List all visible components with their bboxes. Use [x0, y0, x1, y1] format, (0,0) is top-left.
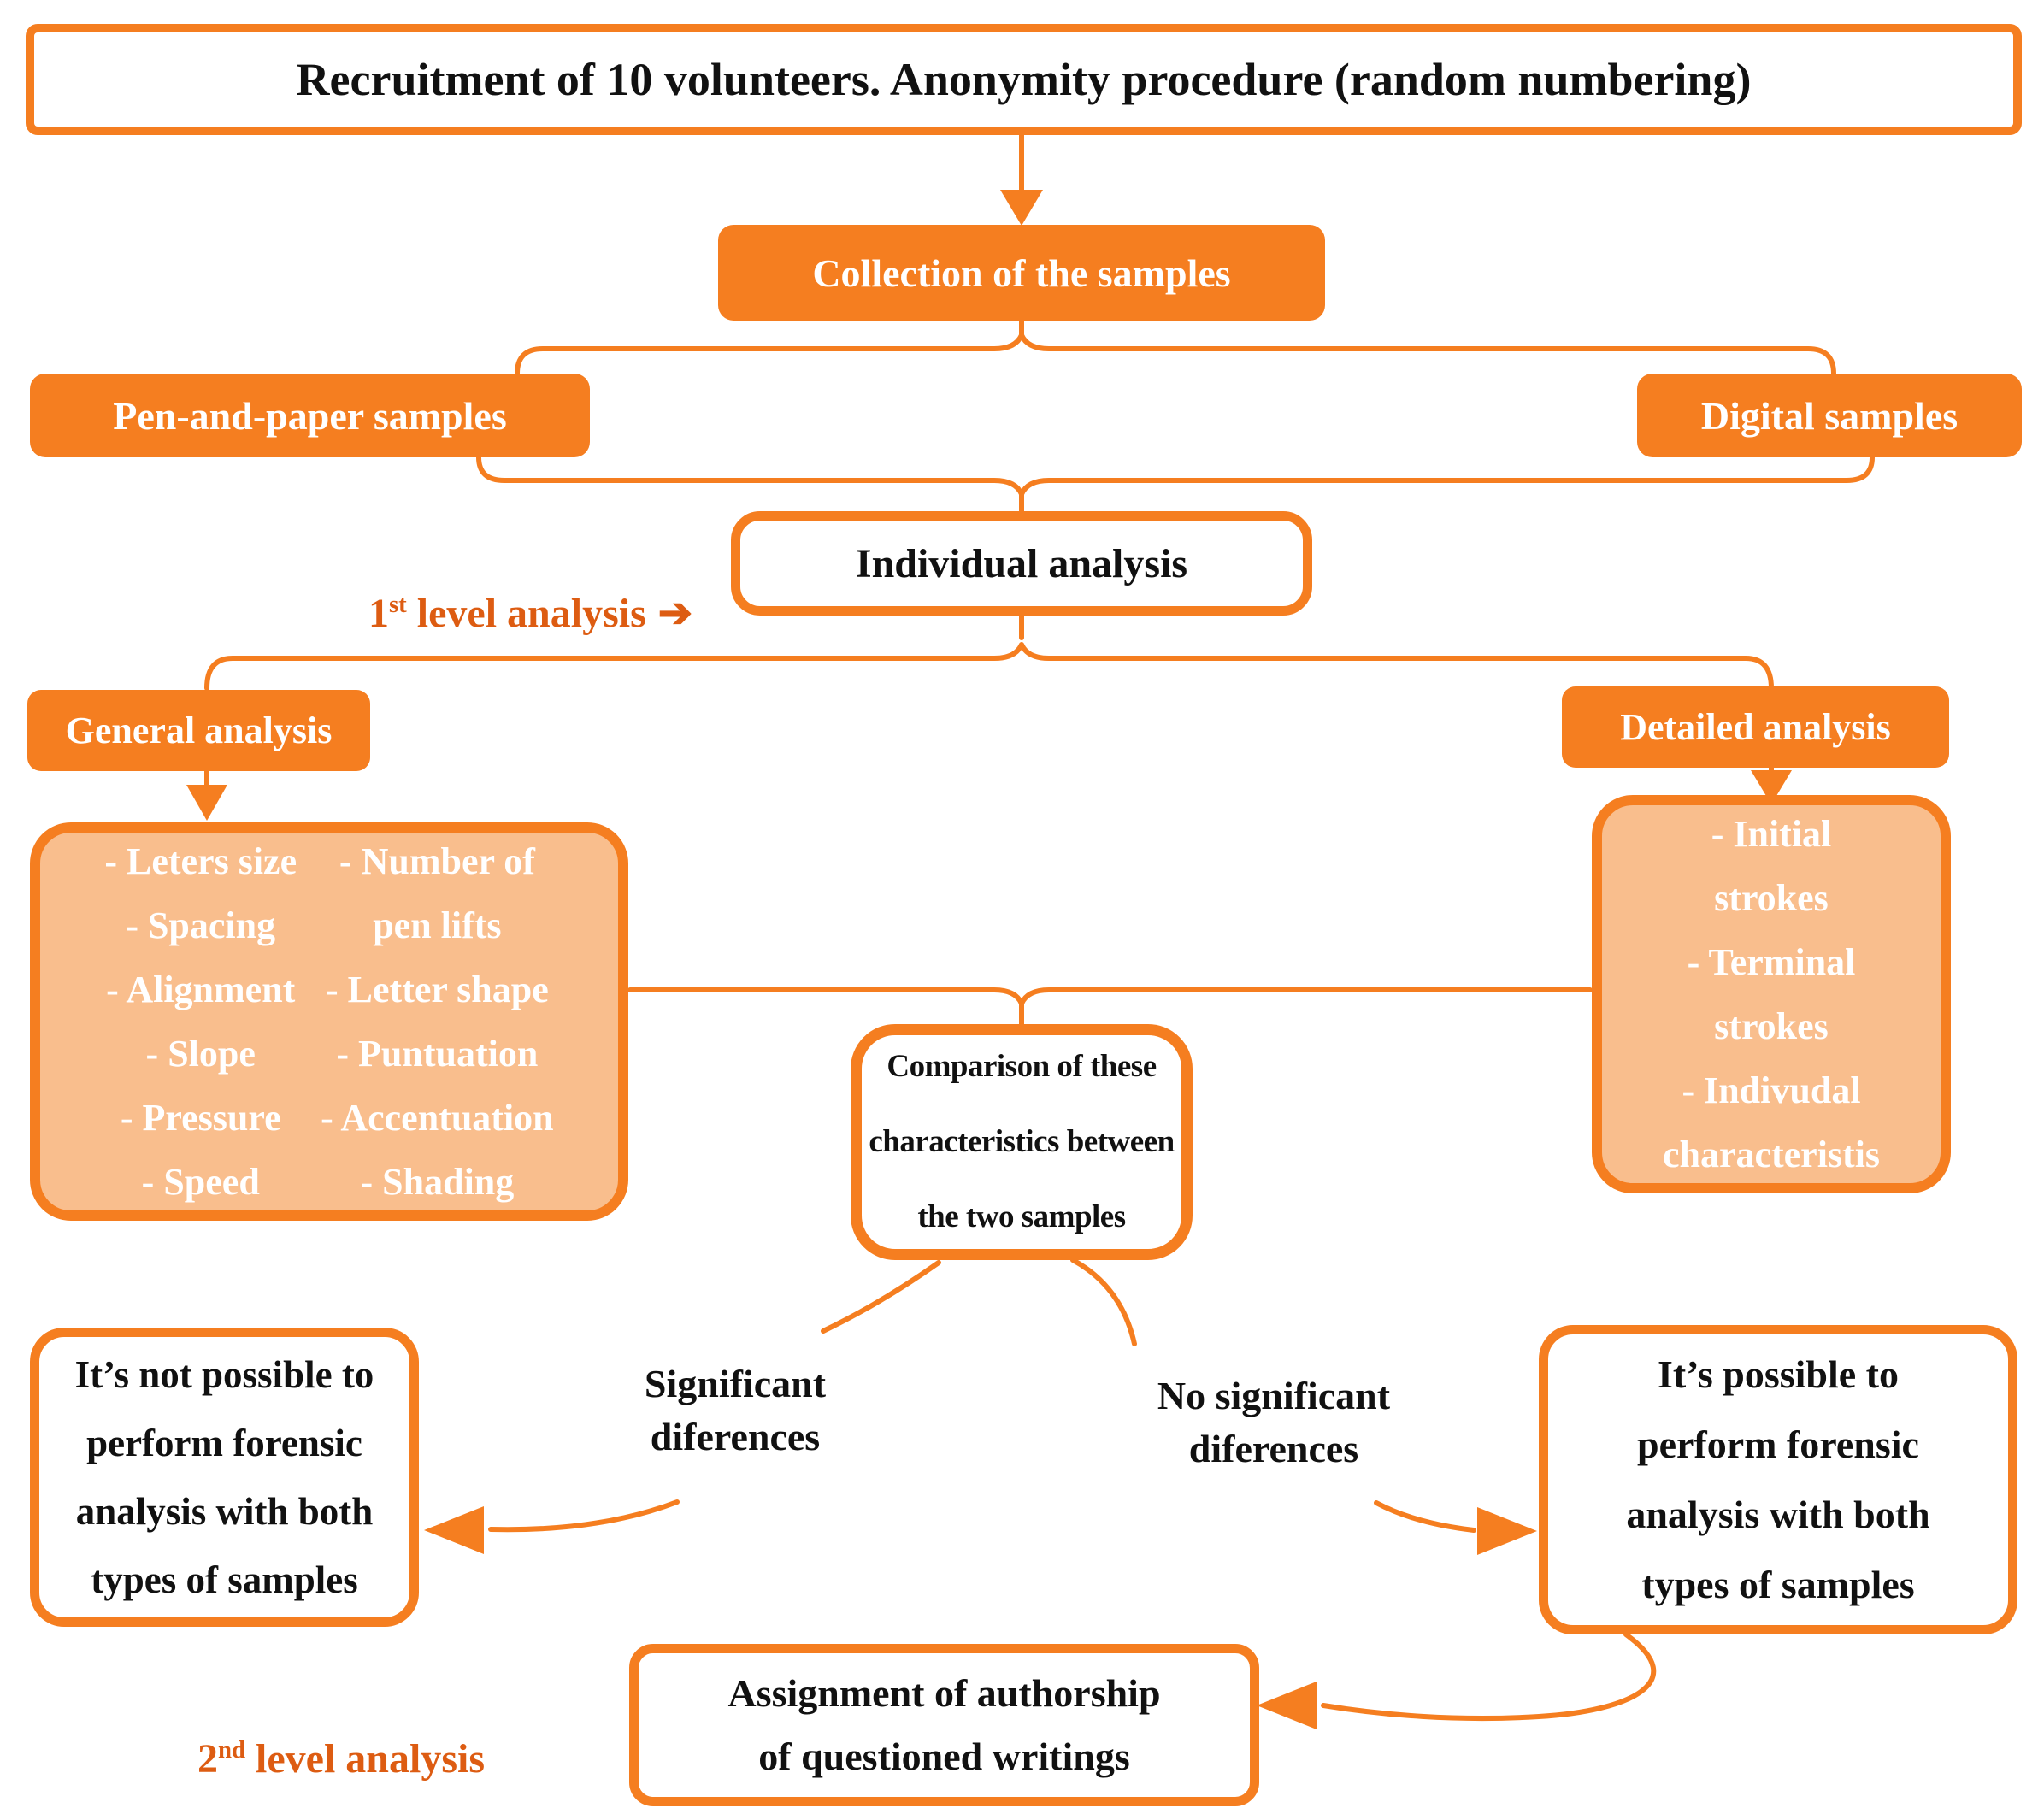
right-arrow-icon: ➔ [657, 591, 692, 636]
detailed-analysis-node-label: Detailed analysis [1620, 706, 1891, 748]
level1-number: 1 [368, 591, 389, 636]
assignment-node: Assignment of authorship of questioned w… [629, 1644, 1259, 1806]
digital-samples-node-label: Digital samples [1700, 393, 1959, 438]
left-arrowhead-icon [1257, 1682, 1317, 1729]
pen-and-paper-node: Pen-and-paper samples [30, 374, 590, 457]
detailed-characteristics-node: - Initial strokes - Terminal strokes - I… [1592, 795, 1951, 1193]
detailed-characteristics-list: - Initial strokes - Terminal strokes - I… [1662, 813, 1881, 1175]
left-arrowhead-icon [424, 1506, 484, 1554]
possible-node: It’s possible to perform forensic analys… [1539, 1325, 2017, 1634]
general-characteristics-column-1: - Leters size - Spacing - Alignment - Sl… [104, 840, 297, 1203]
assignment-node-label: Assignment of authorship of questioned w… [727, 1671, 1161, 1778]
general-characteristics-column-2: - Number of pen lifts - Letter shape - P… [321, 840, 554, 1203]
individual-analysis-node-label: Individual analysis [855, 540, 1188, 586]
collection-node-label: Collection of the samples [812, 250, 1231, 295]
second-level-analysis-label: 2nd level analysis [128, 1688, 513, 1820]
level2-text: level analysis [245, 1736, 486, 1782]
individual-analysis-node: Individual analysis [731, 511, 1312, 616]
first-level-analysis-label: 1st level analysis➔ [214, 542, 692, 684]
lists-to-comparison-line [627, 987, 1593, 1006]
digital-samples-node: Digital samples [1637, 374, 2022, 457]
down-arrowhead-icon [1000, 190, 1043, 226]
possible-to-assignment-curve [1321, 1632, 1657, 1722]
no-significant-differences-label: No significant diferences [1157, 1374, 1391, 1470]
level1-ordinal-suffix: st [388, 591, 407, 618]
comparison-right-curve [1070, 1258, 1137, 1346]
general-analysis-node: General analysis [27, 690, 370, 771]
down-arrowhead-icon [186, 785, 227, 821]
recruitment-node: Recruitment of 10 volunteers. Anonymity … [26, 24, 2022, 135]
comparison-node-label: Comparison of these characteristics betw… [869, 1049, 1175, 1234]
detailed-analysis-node: Detailed analysis [1562, 686, 1949, 768]
level2-ordinal-suffix: nd [217, 1736, 245, 1764]
not-possible-node: It’s not possible to perform forensic an… [30, 1328, 419, 1627]
right-arrowhead-icon [1477, 1507, 1537, 1555]
general-analysis-node-label: General analysis [65, 710, 333, 751]
no-significant-arrow-line [1374, 1500, 1476, 1533]
collection-node: Collection of the samples [718, 225, 1325, 321]
collection-split-bracket [515, 333, 1836, 376]
samples-merge-bracket [476, 455, 1875, 497]
level1-text: level analysis [406, 591, 646, 636]
pen-and-paper-node-label: Pen-and-paper samples [113, 393, 507, 438]
possible-node-label: It’s possible to perform forensic analys… [1626, 1352, 1930, 1606]
significant-differences-label: Significant diferences [644, 1362, 827, 1458]
significant-arrow-line [488, 1499, 680, 1533]
level2-number: 2 [197, 1736, 218, 1782]
recruitment-node-label: Recruitment of 10 volunteers. Anonymity … [296, 54, 1752, 105]
general-characteristics-node: - Leters size - Spacing - Alignment - Sl… [30, 822, 628, 1221]
not-possible-node-label: It’s not possible to perform forensic an… [74, 1353, 374, 1601]
comparison-left-curve [821, 1260, 941, 1334]
comparison-node: Comparison of these characteristics betw… [851, 1024, 1193, 1260]
